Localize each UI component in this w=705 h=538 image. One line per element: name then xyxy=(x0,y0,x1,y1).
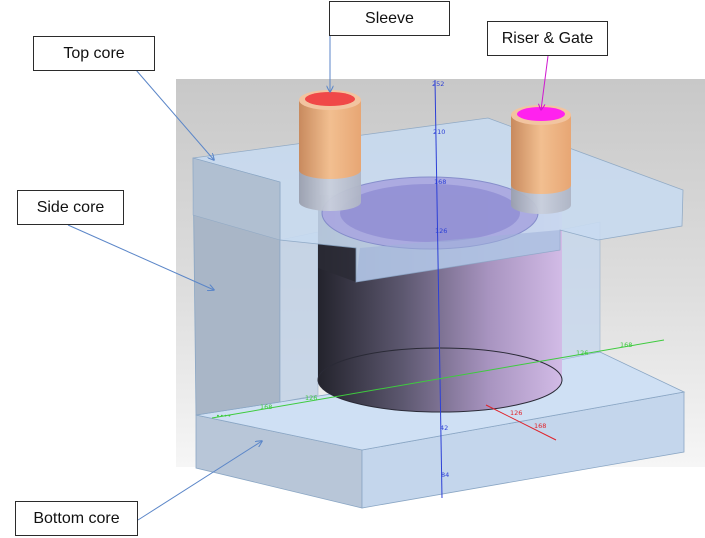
g-tick-label: 126 xyxy=(305,394,317,402)
top-core-label: Top core xyxy=(33,36,155,71)
g-tick-label: 168 xyxy=(260,403,272,411)
v-tick-label: 84 xyxy=(441,471,449,479)
r-tick-label: 168 xyxy=(534,422,546,430)
riser-gate-arrow xyxy=(541,55,549,110)
green-axis: •••• 168 126 126 168 xyxy=(211,339,665,420)
v-tick-label: 252 xyxy=(432,80,444,88)
side-core-label: Side core xyxy=(17,190,124,225)
riser-gate-label: Riser & Gate xyxy=(487,21,608,56)
sleeve-label: Sleeve xyxy=(329,1,450,36)
right-core-wall xyxy=(559,221,601,361)
v-tick-label: 210 xyxy=(433,128,445,136)
red-axis: 126 168 xyxy=(485,404,557,441)
g-tick-label: 126 xyxy=(576,349,588,357)
v-tick-label: 126 xyxy=(435,227,447,235)
g-tick-label: 168 xyxy=(620,341,632,349)
v-tick-label: 168 xyxy=(434,178,446,186)
r-tick-label: 126 xyxy=(510,409,522,417)
bottom-core-arrow xyxy=(137,441,262,521)
v-tick-label: 42 xyxy=(440,424,448,432)
top-core-arrow xyxy=(135,69,214,160)
sleeve[interactable] xyxy=(299,90,361,211)
bottom-core-label: Bottom core xyxy=(15,501,138,536)
riser[interactable] xyxy=(511,105,571,214)
side-core-arrow xyxy=(67,224,214,290)
g-tick-label-left: •••• xyxy=(216,412,231,420)
vertical-axis: 252 210 168 126 42 84 xyxy=(432,79,449,499)
